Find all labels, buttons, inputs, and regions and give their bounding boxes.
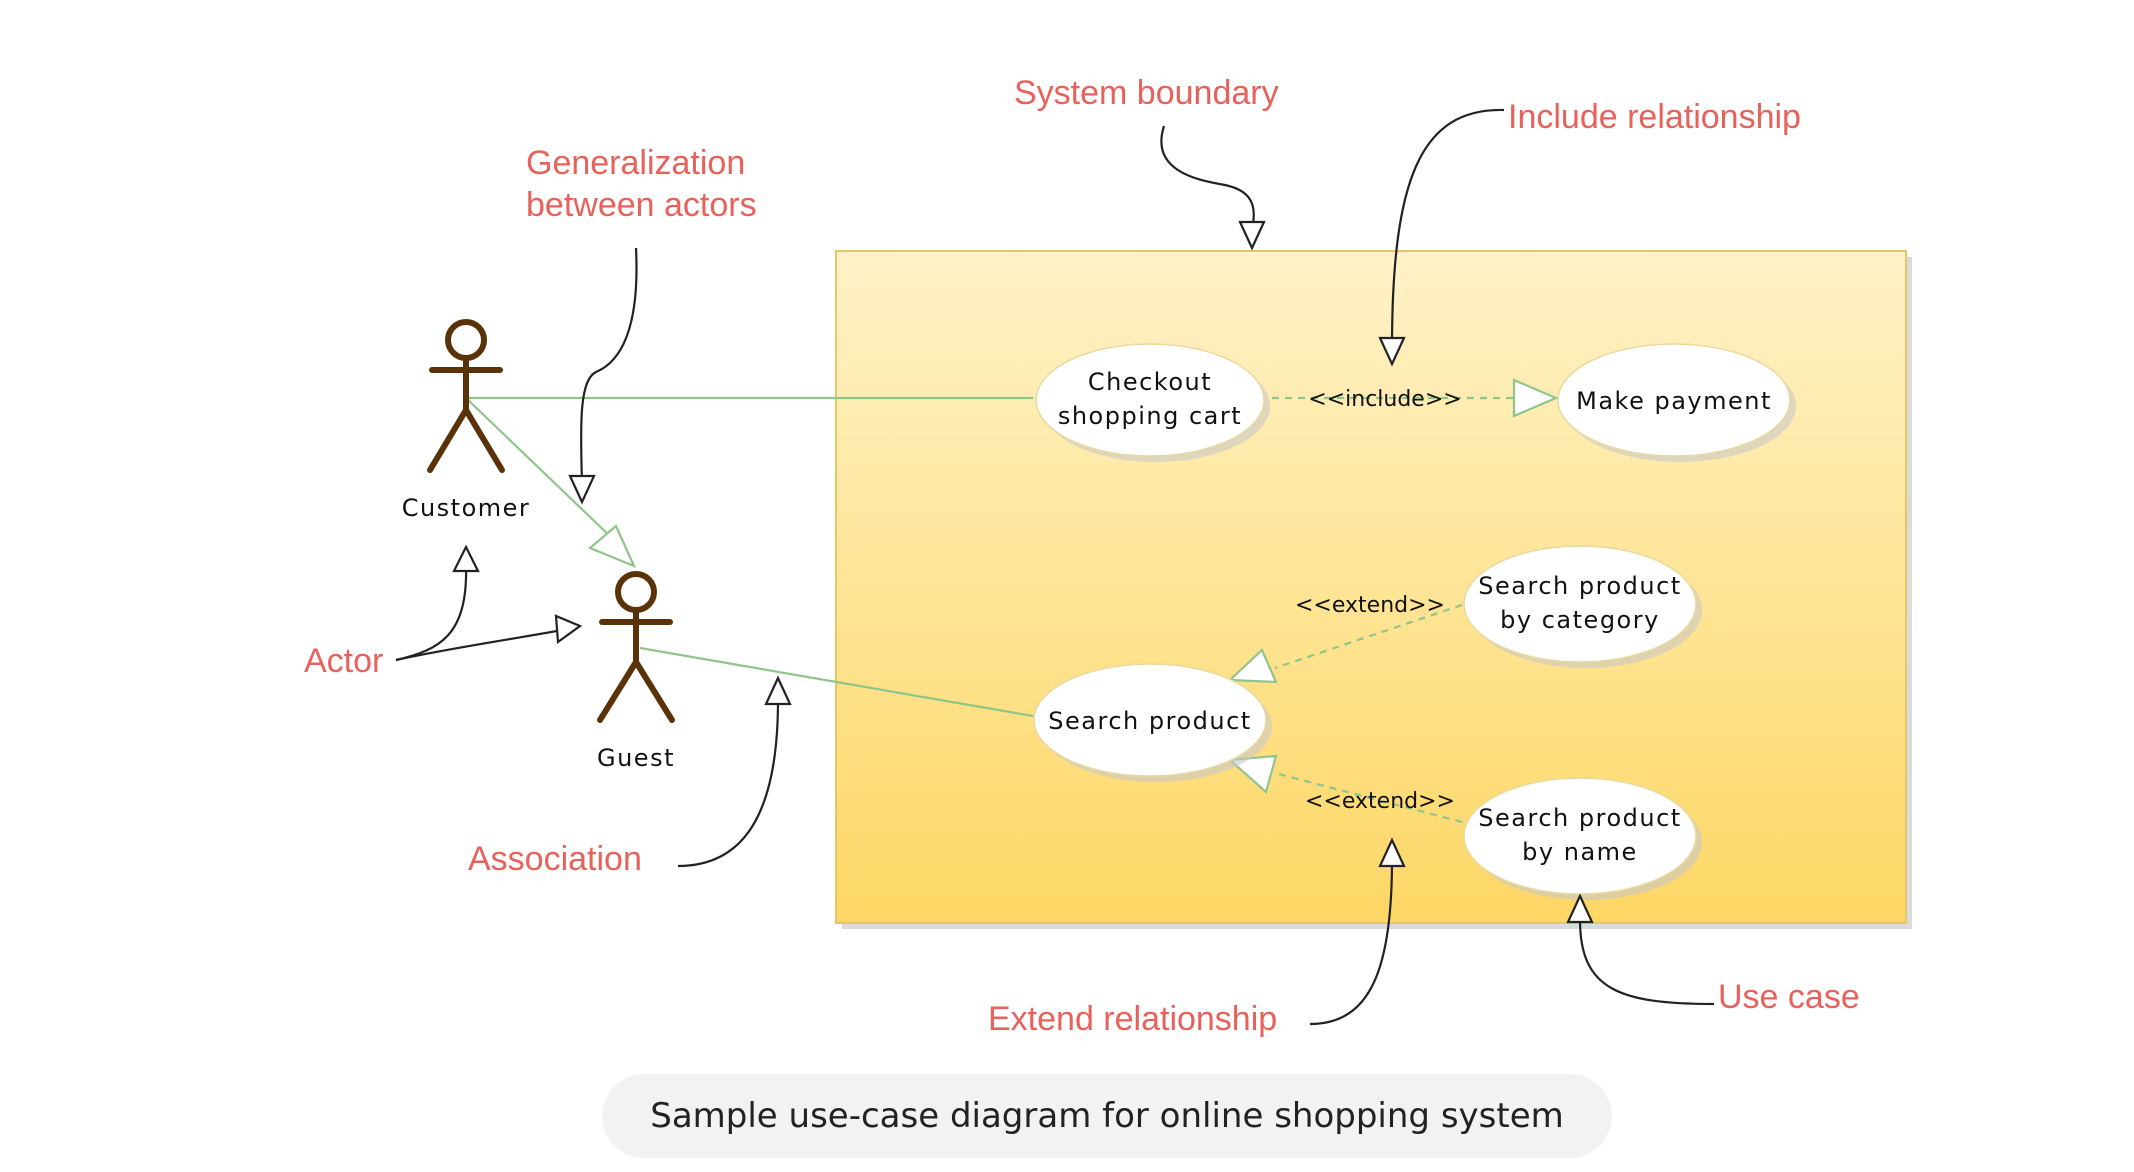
actor-customer[interactable]: Customer: [402, 319, 531, 522]
pointer-association: [677, 699, 780, 868]
extend-category-line: [1274, 603, 1463, 670]
actor-customer-label: Customer: [402, 494, 531, 522]
annotation-use-case: Use case: [1718, 978, 1860, 1016]
use-case-checkout-line2: shopping cart: [1058, 402, 1242, 430]
extend-category-stereotype-label: <<extend>>: [1295, 593, 1445, 618]
extend-category-arrowhead: [1227, 648, 1278, 684]
use-case-search-category-line1: Search product: [1478, 572, 1681, 600]
pointer-use-case-arrowhead: [1566, 893, 1594, 924]
extend-name-line: [1274, 771, 1463, 824]
include-arrowhead: [1512, 378, 1559, 418]
pointer-actor-customer-arrowhead: [452, 544, 480, 573]
pointer-actor-guest: [395, 628, 563, 662]
use-case-search-product[interactable]: Search product: [1033, 663, 1272, 782]
use-case-search-product-label: Search product: [1048, 707, 1251, 735]
use-case-search-category-line2: by category: [1500, 606, 1660, 634]
actor-guest[interactable]: Guest: [597, 571, 675, 772]
extend-name-arrowhead: [1227, 754, 1278, 794]
association-guest-search: [639, 646, 1034, 718]
pointer-extend-arrowhead: [1378, 837, 1406, 868]
caption-text: Sample use-case diagram for online shopp…: [650, 1096, 1564, 1136]
annotation-association: Association: [468, 840, 642, 878]
use-case-checkout-line1: Checkout: [1088, 368, 1212, 396]
annotation-include-relationship: Include relationship: [1508, 98, 1801, 136]
annotation-system-boundary: System boundary: [1014, 74, 1279, 112]
actor-guest-label: Guest: [597, 744, 675, 772]
use-case-make-payment-label: Make payment: [1576, 387, 1772, 415]
annotation-generalization-line1: Generalization: [526, 144, 745, 182]
system-boundary: [835, 250, 1907, 924]
extend-name-stereotype-label: <<extend>>: [1305, 789, 1455, 814]
generalization-line: [465, 397, 615, 541]
pointer-system-boundary: [1160, 125, 1255, 233]
include-stereotype-label: <<include>>: [1308, 387, 1461, 412]
pointer-generalization-arrowhead: [568, 474, 596, 505]
use-case-search-name-line2: by name: [1522, 838, 1638, 866]
pointer-actor-customer: [395, 564, 468, 662]
annotation-extend-relationship: Extend relationship: [988, 1000, 1277, 1038]
pointer-include: [1390, 108, 1505, 349]
actor-guest-head: [615, 571, 657, 613]
pointer-actor-guest-arrowhead: [554, 614, 583, 645]
use-case-checkout[interactable]: Checkout shopping cart: [1035, 343, 1270, 462]
caption-box: Sample use-case diagram for online shopp…: [602, 1074, 1612, 1158]
generalization-arrowhead: [587, 524, 637, 569]
annotation-generalization-line2: between actors: [526, 186, 757, 224]
use-case-search-category[interactable]: Search product by category: [1463, 545, 1702, 668]
pointer-extend: [1309, 859, 1394, 1026]
use-case-search-name-line1: Search product: [1478, 804, 1681, 832]
pointer-use-case: [1578, 919, 1715, 1006]
actor-customer-head: [445, 319, 487, 361]
annotation-actor: Actor: [304, 642, 383, 680]
pointer-include-arrowhead: [1378, 336, 1406, 367]
pointer-association-arrowhead: [764, 675, 792, 706]
use-case-make-payment[interactable]: Make payment: [1557, 343, 1796, 462]
pointer-system-boundary-arrowhead: [1238, 220, 1266, 251]
pointer-generalization: [579, 247, 638, 483]
use-case-search-name[interactable]: Search product by name: [1463, 777, 1702, 900]
